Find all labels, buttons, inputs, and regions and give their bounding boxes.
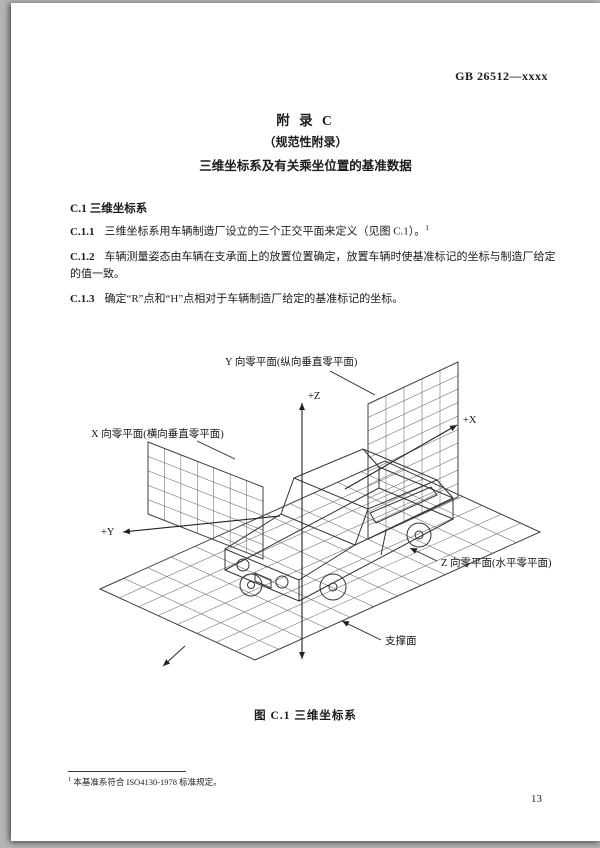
coordinate-system-diagram: Y 向零平面(纵向垂直零平面) X 向零平面(横向垂直零平面) Z 向零平面(水… (91, 355, 552, 667)
footnote-text: 本基准系符合 ISO4130-1978 标准规定。 (73, 777, 222, 787)
y-zero-plane-outline (367, 361, 459, 540)
car-front-wheel-hub (328, 582, 338, 592)
appendix-heading: 三维坐标系及有关乘坐位置的基准数据 (199, 159, 412, 173)
z-plane-arrow (409, 547, 438, 562)
x-plane-leader (196, 440, 236, 460)
figure-caption: 图 C.1 三维坐标系 (254, 710, 357, 722)
car-windshield (280, 477, 369, 546)
label-axis-y: +Y (101, 527, 115, 538)
car-side-window (369, 486, 438, 524)
car-sill-near (298, 518, 454, 602)
car-beltline (354, 497, 454, 546)
clause-text: 确定“R”点和“H”点相对于车辆制造厂给定的基准标记的坐标。 (104, 292, 404, 305)
clause-c1-3: C.1.3 确定“R”点和“H”点相对于车辆制造厂给定的基准标记的坐标。 (70, 291, 556, 308)
clause-number: C.1.2 (70, 250, 95, 263)
car-front-plate (254, 572, 272, 589)
axes (122, 403, 458, 659)
footnote-rule (68, 771, 186, 772)
car-door-line (380, 530, 387, 556)
x-axis (344, 424, 458, 490)
footnote-marker: 1 (68, 776, 72, 784)
clause-c1-1: C.1.1 三维坐标系用车辆制造厂设立的三个正交平面来定义（见图 C.1）。1 (70, 222, 556, 241)
label-z-zero-plane: Z 向零平面(水平零平面) (441, 556, 552, 569)
figure-c1-diagram: Y 向零平面(纵向垂直零平面) X 向零平面(横向垂直零平面) Z 向零平面(水… (85, 349, 585, 701)
document-page: GB 26512—xxxx 附 录 C （规范性附录） 三维坐标系及有关乘坐位置… (11, 3, 600, 841)
clause-text: 三维坐标系用车辆制造厂设立的三个正交平面来定义（见图 C.1）。 (104, 225, 426, 238)
y-axis (122, 515, 281, 535)
car-wireframe (224, 448, 454, 602)
clause-number: C.1.1 (70, 225, 95, 238)
car-trunk-edges (362, 448, 454, 499)
ground-corner-arrow (162, 645, 186, 667)
support-plane-outline (98, 460, 542, 661)
label-support-surface: 支撑面 (385, 634, 417, 647)
footnote-reference: 1 (425, 223, 430, 232)
label-axis-z: +Z (308, 391, 320, 402)
car-rear-wheel (406, 522, 432, 548)
car-headlight-right (275, 575, 289, 589)
clause-text: 车辆测量姿态由车辆在支承面上的放置位置确定，放置车辆时使基准标记的坐标与制造厂给… (70, 250, 556, 280)
car-hood (224, 513, 357, 581)
page-number: 13 (531, 793, 542, 805)
standard-code: GB 26512—xxxx (455, 69, 548, 83)
label-axis-x: +X (463, 415, 477, 426)
car-front-wheel (319, 573, 347, 601)
car-roof (293, 448, 439, 510)
label-x-zero-plane: X 向零平面(横向垂直零平面) (91, 427, 224, 440)
label-y-zero-plane: Y 向零平面(纵向垂直零平面) (225, 355, 358, 368)
clause-list: C.1.1 三维坐标系用车辆制造厂设立的三个正交平面来定义（见图 C.1）。1 C… (70, 222, 556, 316)
car-far-front-wheel-hub (247, 581, 255, 589)
car-headlight-left (236, 558, 250, 572)
footnote: 1 本基准系符合 ISO4130-1978 标准规定。 (68, 776, 222, 788)
car-front-face (224, 548, 300, 602)
support-surface-arrow (341, 620, 382, 641)
y-plane-leader (329, 370, 376, 396)
appendix-title-block: 附 录 C （规范性附录） 三维坐标系及有关乘坐位置的基准数据 (11, 109, 600, 174)
callouts (162, 370, 438, 667)
car-far-front-wheel (239, 573, 263, 597)
appendix-title: 附 录 C (276, 113, 335, 128)
section-heading: C.1 三维坐标系 (70, 203, 148, 215)
clause-number: C.1.3 (70, 292, 95, 305)
car-rear-wheel-hub (414, 530, 424, 540)
x-zero-plane-outline (147, 441, 264, 560)
appendix-subtitle: （规范性附录） (263, 135, 348, 149)
